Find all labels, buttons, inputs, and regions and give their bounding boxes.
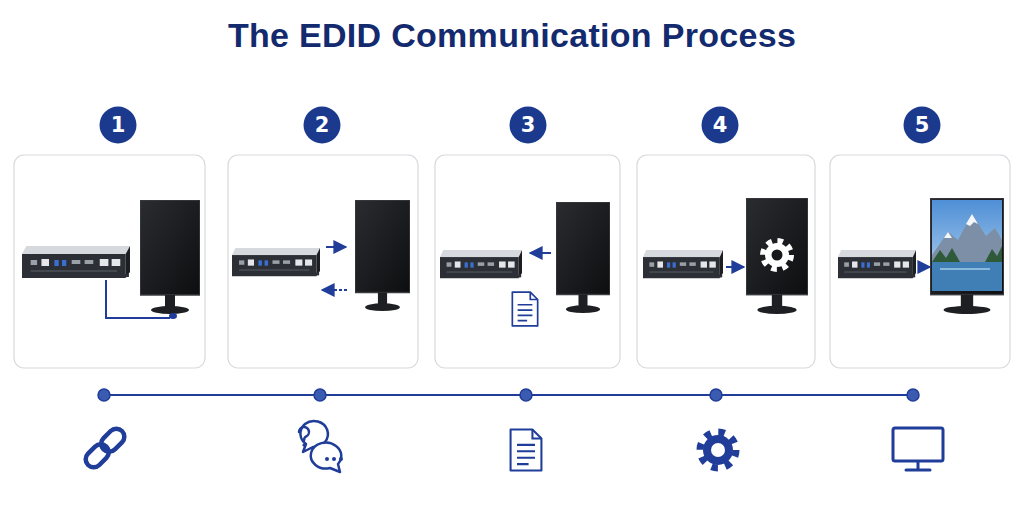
step-panel — [435, 155, 620, 368]
icon-screen — [893, 428, 943, 461]
step-number-text: 3 — [509, 106, 547, 144]
step-circle-fill — [904, 107, 941, 144]
step-circle-fill — [702, 107, 739, 144]
config-arrow — [726, 266, 744, 268]
step-panel — [228, 155, 418, 368]
diagram-title: The EDID Communication Process — [0, 16, 1024, 55]
chain-link — [82, 441, 112, 471]
timeline-dot — [314, 389, 326, 401]
media-player — [438, 250, 522, 278]
landscape-image — [932, 200, 1002, 291]
icon-neck — [917, 461, 920, 469]
step-number: 3 — [509, 106, 547, 144]
gear-body — [703, 435, 733, 465]
step-panel — [637, 155, 815, 368]
snow-cap — [966, 214, 978, 226]
output-arrow — [918, 266, 930, 268]
question-mark — [299, 427, 309, 441]
step-circle-fill — [510, 107, 547, 144]
gear-hole — [772, 250, 783, 261]
speech-bubble — [311, 443, 341, 472]
ellipsis-dot — [339, 457, 343, 461]
gear-teeth — [700, 432, 736, 468]
timeline-dot — [98, 389, 110, 401]
edid-document — [512, 292, 537, 326]
display-monitor — [930, 198, 1004, 314]
chain-link — [98, 425, 128, 455]
response-arrow — [322, 289, 347, 291]
gear-icon — [700, 432, 736, 468]
timeline-dot — [520, 389, 532, 401]
timeline-dot — [907, 389, 919, 401]
timeline — [104, 394, 915, 396]
display-monitor — [355, 200, 410, 311]
sky — [932, 200, 1002, 291]
snow-cap — [944, 232, 952, 238]
step-number-text: 1 — [99, 106, 137, 144]
request-arrow — [326, 246, 346, 248]
gear-teeth — [763, 241, 791, 269]
ellipsis-dot — [325, 457, 329, 461]
reflection — [940, 268, 990, 270]
timeline-dot — [710, 389, 722, 401]
step-number-text: 4 — [701, 106, 739, 144]
media-player — [836, 250, 916, 278]
step-number: 5 — [903, 106, 941, 144]
gear-body — [765, 243, 789, 267]
gear-hole — [711, 443, 725, 457]
step-panel — [830, 155, 1010, 368]
mountain — [932, 214, 1002, 262]
ellipsis-dot — [332, 457, 336, 461]
step-number: 2 — [303, 106, 341, 144]
display-monitor — [140, 200, 200, 314]
data-arrow — [530, 252, 551, 254]
step-circle-fill — [304, 107, 341, 144]
link-icon — [82, 425, 127, 470]
display-monitor — [746, 198, 808, 314]
step-circle-fill — [100, 107, 137, 144]
media-player — [19, 246, 130, 278]
display-monitor — [556, 202, 610, 313]
cable — [106, 280, 170, 318]
step-panel — [14, 155, 205, 368]
trees — [985, 246, 1002, 262]
monitor-icon — [893, 428, 943, 470]
step-number: 4 — [701, 106, 739, 144]
step-number: 1 — [99, 106, 137, 144]
icon-base — [906, 469, 930, 472]
trees — [932, 248, 960, 262]
cable-plug — [169, 313, 177, 319]
step-number-text: 2 — [303, 106, 341, 144]
media-player — [229, 248, 320, 276]
media-player — [641, 250, 723, 278]
step-number-text: 5 — [903, 106, 941, 144]
chat-icon — [299, 421, 343, 472]
document-icon — [511, 429, 542, 470]
lake — [932, 262, 1002, 291]
question-dot — [302, 443, 305, 446]
